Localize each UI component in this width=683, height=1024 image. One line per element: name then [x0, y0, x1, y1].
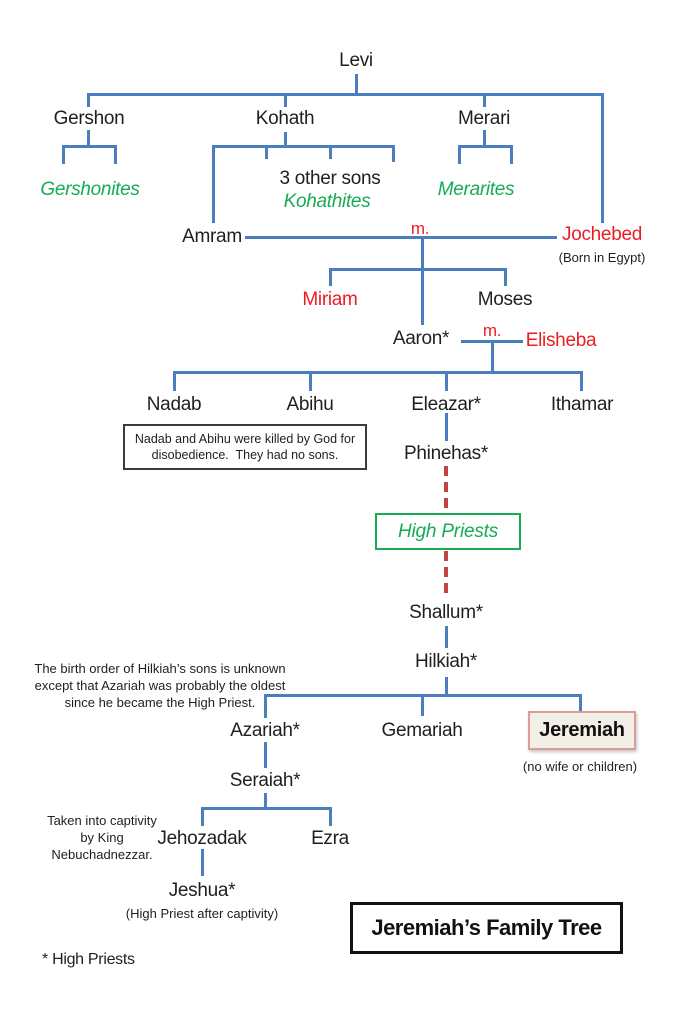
connector-merarites-tick-2 — [510, 145, 513, 164]
person-eleazar: Eleazar* — [411, 394, 481, 415]
connector-eleazar-tick — [445, 371, 448, 391]
connector-merari-drop — [483, 93, 486, 107]
person-jochebed: Jochebed — [561, 224, 643, 245]
person-azariah: Azariah* — [230, 720, 300, 741]
person-phinehas: Phinehas* — [404, 443, 488, 464]
note-nadab-abihu-line-1: Nadab and Abihu were killed by God for — [134, 432, 356, 446]
person-nadab: Nadab — [146, 394, 202, 415]
connector-gershonites-tick-2 — [114, 145, 117, 164]
person-ezra: Ezra — [311, 828, 349, 849]
note-hilkiah-sons-line-2: except that Azariah was probably the old… — [34, 678, 286, 693]
person-jeremiah: Jeremiah — [539, 719, 625, 741]
label-hp-after-captivity: (High Priest after captivity) — [125, 906, 279, 921]
label-no-wife: (no wife or children) — [522, 759, 638, 774]
note-hilkiah-sons-line-1: The birth order of Hilkiah’s sons is unk… — [34, 661, 286, 676]
connector-moses-tick — [504, 268, 507, 286]
connector-jeremiah-tick — [579, 694, 582, 711]
group-gershonites: Gershonites — [40, 179, 140, 200]
person-jehozadak: Jehozadak — [157, 828, 247, 849]
person-elisheba: Elisheba — [525, 330, 597, 351]
connector-gen1-bracket — [87, 93, 603, 96]
group-kohathites: Kohathites — [283, 191, 371, 212]
connector-dashed-bottom — [444, 551, 448, 595]
label-marriage-2: m. — [482, 321, 502, 340]
connector-jeshua-stem — [201, 849, 204, 876]
person-abihu: Abihu — [286, 394, 334, 415]
connector-children1-bracket — [329, 268, 506, 271]
note-hilkiah-sons: The birth order of Hilkiah’s sons is unk… — [34, 660, 285, 711]
connector-gershon-drop — [87, 93, 90, 107]
connector-marriage1-drop — [421, 237, 424, 269]
note-captivity: Taken into captivity by King Nebuchadnez… — [47, 812, 157, 863]
connector-kohath-bracket — [212, 145, 394, 148]
connector-merari-bracket — [458, 145, 512, 148]
person-aaron: Aaron* — [392, 328, 450, 349]
note-captivity-line-2: by King — [80, 830, 124, 845]
diagram-title: Jeremiah’s Family Tree — [371, 915, 602, 940]
group-merarites: Merarites — [437, 179, 515, 200]
connector-seraiah-drop — [264, 793, 267, 808]
person-seraiah: Seraiah* — [229, 770, 301, 791]
connector-gershon-bracket — [62, 145, 117, 148]
connector-amram-drop — [212, 145, 215, 223]
connector-phinehas-stem — [445, 413, 448, 441]
label-born-in-egypt: (Born in Egypt) — [558, 250, 646, 265]
connector-gershon-stem — [87, 130, 90, 146]
connector-nadab-tick — [173, 371, 176, 391]
high-priests-label: High Priests — [397, 520, 499, 542]
person-merari: Merari — [457, 108, 511, 129]
person-miriam: Miriam — [302, 289, 358, 310]
connector-azariah-seraiah — [264, 742, 267, 768]
person-kohath: Kohath — [255, 108, 315, 129]
connector-kohath-drop — [284, 93, 287, 107]
connector-kohath-stem — [284, 132, 287, 147]
connector-gemariah-tick — [421, 694, 424, 716]
jeremiah-box: Jeremiah — [528, 711, 636, 750]
person-hilkiah: Hilkiah* — [414, 651, 478, 672]
note-hilkiah-sons-line-3: since he became the High Priest. — [64, 695, 256, 710]
person-moses: Moses — [477, 289, 533, 310]
connector-marriage1-line — [245, 236, 557, 239]
connector-levi-stem — [355, 74, 358, 94]
legend-high-priests: * High Priests — [42, 951, 135, 968]
connector-kohath-tick-3 — [329, 145, 332, 159]
connector-merari-stem — [483, 130, 486, 146]
person-gemariah: Gemariah — [381, 720, 463, 741]
note-captivity-line-3: Nebuchadnezzar. — [51, 847, 153, 862]
connector-shallum-hilkiah — [445, 626, 448, 648]
person-shallum: Shallum* — [409, 602, 483, 623]
connector-jochebed-drop — [601, 93, 604, 223]
connector-marriage2-drop — [491, 341, 494, 372]
connector-children4-bracket — [201, 807, 331, 810]
connector-jehozadak-tick — [201, 807, 204, 826]
label-marriage-1: m. — [410, 219, 430, 238]
connector-hilkiah-drop — [445, 677, 448, 695]
connector-kohath-tick-2 — [265, 145, 268, 159]
person-amram: Amram — [182, 226, 242, 247]
connector-miriam-tick — [329, 268, 332, 286]
note-captivity-line-1: Taken into captivity — [47, 813, 157, 828]
connector-kohath-tick-4 — [392, 145, 395, 162]
connector-dashed-top — [444, 466, 448, 508]
note-nadab-abihu: Nadab and Abihu were killed by God for d… — [123, 424, 367, 470]
title-box: Jeremiah’s Family Tree — [350, 902, 623, 954]
person-ithamar: Ithamar — [550, 394, 614, 415]
person-jeshua: Jeshua* — [168, 880, 236, 901]
connector-ithamar-tick — [580, 371, 583, 391]
person-levi: Levi — [339, 50, 373, 71]
connector-azariah-tick — [264, 694, 267, 718]
connector-aaron-stem — [421, 268, 424, 325]
high-priests-box: High Priests — [375, 513, 521, 550]
connector-ezra-tick — [329, 807, 332, 826]
note-nadab-abihu-line-2: disobedience. They had no sons. — [151, 448, 339, 462]
connector-gershonites-tick-1 — [62, 145, 65, 164]
connector-children2-bracket — [173, 371, 582, 374]
label-three-other-sons: 3 other sons — [279, 168, 381, 189]
connector-abihu-tick — [309, 371, 312, 391]
person-gershon: Gershon — [53, 108, 125, 129]
connector-merarites-tick-1 — [458, 145, 461, 164]
